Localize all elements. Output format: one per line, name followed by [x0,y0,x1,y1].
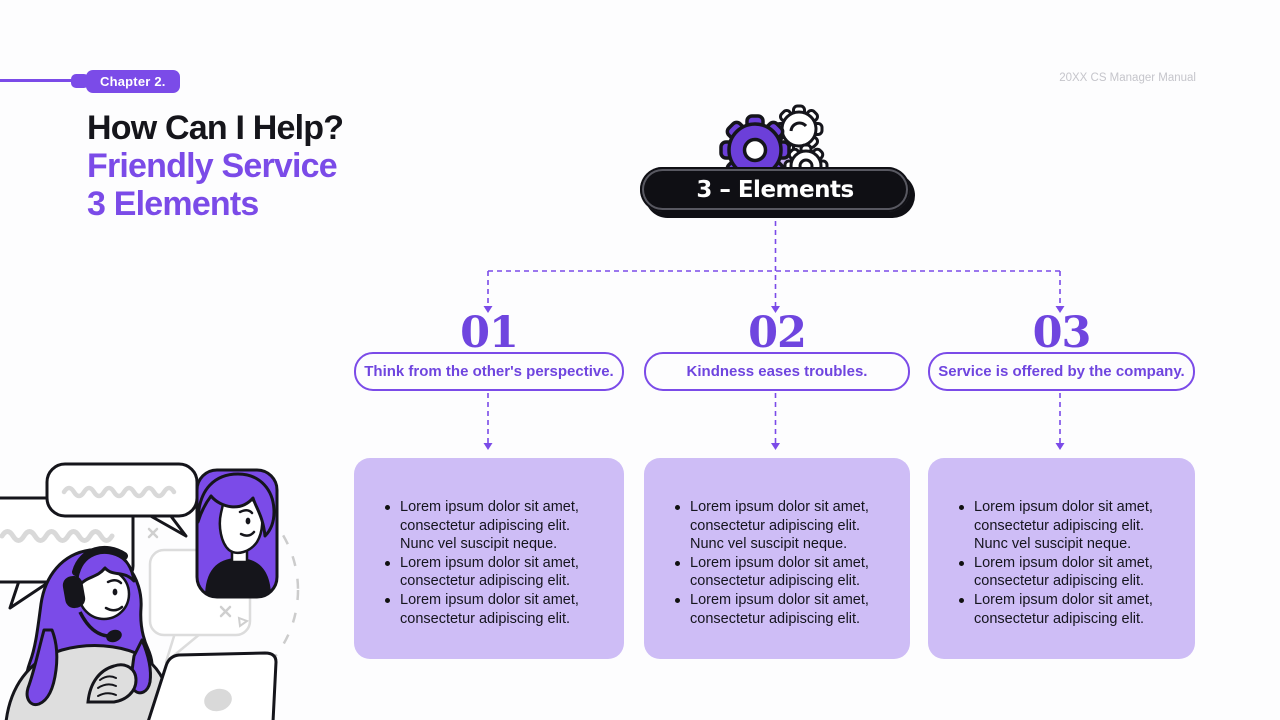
title-line-2: Friendly Service [87,147,338,185]
bullet-item: Lorem ipsum dolor sit amet, consectetur … [675,554,892,591]
step-detail-panel: Lorem ipsum dolor sit amet, consectetur … [354,458,624,659]
page-title: How Can I Help? Friendly Service 3 Eleme… [87,109,344,223]
step-detail-panel: Lorem ipsum dolor sit amet, consectetur … [928,458,1195,659]
step-number: 02 [748,308,807,358]
customer-avatar [195,468,279,599]
bullet-dot [385,597,390,603]
bullet-dot [959,560,964,566]
title-line-3: 3 Elements [87,185,259,223]
top-speech-bubble [45,462,199,538]
bullet-item: Lorem ipsum dolor sit amet, consectetur … [675,498,892,554]
column-02: 02 Kindness eases troubles. Lorem ipsum … [644,0,910,720]
step-detail-panel: Lorem ipsum dolor sit amet, consectetur … [644,458,910,659]
headset-band [72,545,128,576]
step-number: 01 [460,308,519,358]
bullet-text: Lorem ipsum dolor sit amet, consectetur … [400,591,579,627]
step-label-pill: Kindness eases troubles. [644,352,910,391]
hair-lock-left [25,628,59,707]
x-mark-decoration [147,527,159,539]
bullet-dot [385,560,390,566]
bullet-text: Lorem ipsum dolor sit amet, consectetur … [690,591,869,627]
bullet-item: Lorem ipsum dolor sit amet, consectetur … [959,498,1177,554]
headset-earcup [62,575,86,609]
bullet-text: Lorem ipsum dolor sit amet, consectetur … [974,591,1153,627]
doc-label: 20XX CS Manager Manual [1059,72,1196,84]
headset-mic [106,629,122,643]
support-agent [4,545,176,720]
step-label-pill: Service is offered by the company. [928,352,1195,391]
laptop-logo [204,688,232,712]
chapter-connector-knob [71,74,89,88]
chapter-badge: Chapter 2. [86,70,180,93]
bullet-dot [675,505,680,510]
bullet-text: Lorem ipsum dolor sit amet, consectetur … [690,554,869,590]
bullet-item: Lorem ipsum dolor sit amet, consectetur … [385,554,606,591]
bullet-item: Lorem ipsum dolor sit amet, consectetur … [675,591,892,628]
bullet-item: Lorem ipsum dolor sit amet, consectetur … [959,554,1177,591]
center-node-pill: 3 – Elements [640,167,910,212]
bullet-text: Lorem ipsum dolor sit amet, consectetur … [974,499,1153,553]
bullet-item: Lorem ipsum dolor sit amet, consectetur … [385,498,606,554]
bullet-dot [959,597,964,603]
bullet-text: Lorem ipsum dolor sit amet, consectetur … [690,499,869,553]
bullet-dot [959,505,964,510]
column-03: 03 Service is offered by the company. Lo… [928,0,1195,720]
bullet-item: Lorem ipsum dolor sit amet, consectetur … [959,591,1177,628]
hand [86,663,138,704]
laptop [147,651,278,720]
column-01: 01 Think from the other's perspective. L… [354,0,624,720]
bullet-text: Lorem ipsum dolor sit amet, consectetur … [974,554,1153,590]
chapter-connector-line [0,79,78,82]
bullet-text: Lorem ipsum dolor sit amet, consectetur … [400,554,579,590]
bullet-text: Lorem ipsum dolor sit amet, consectetur … [400,499,579,553]
bullet-item: Lorem ipsum dolor sit amet, consectetur … [385,591,606,628]
customer-service-illustration [0,462,300,720]
bullet-dot [385,505,390,510]
bullet-dot [675,560,680,566]
bullet-dot [675,597,680,603]
step-label-pill: Think from the other's perspective. [354,352,624,391]
title-line-1: How Can I Help? [87,109,344,147]
step-number: 03 [1032,308,1092,358]
